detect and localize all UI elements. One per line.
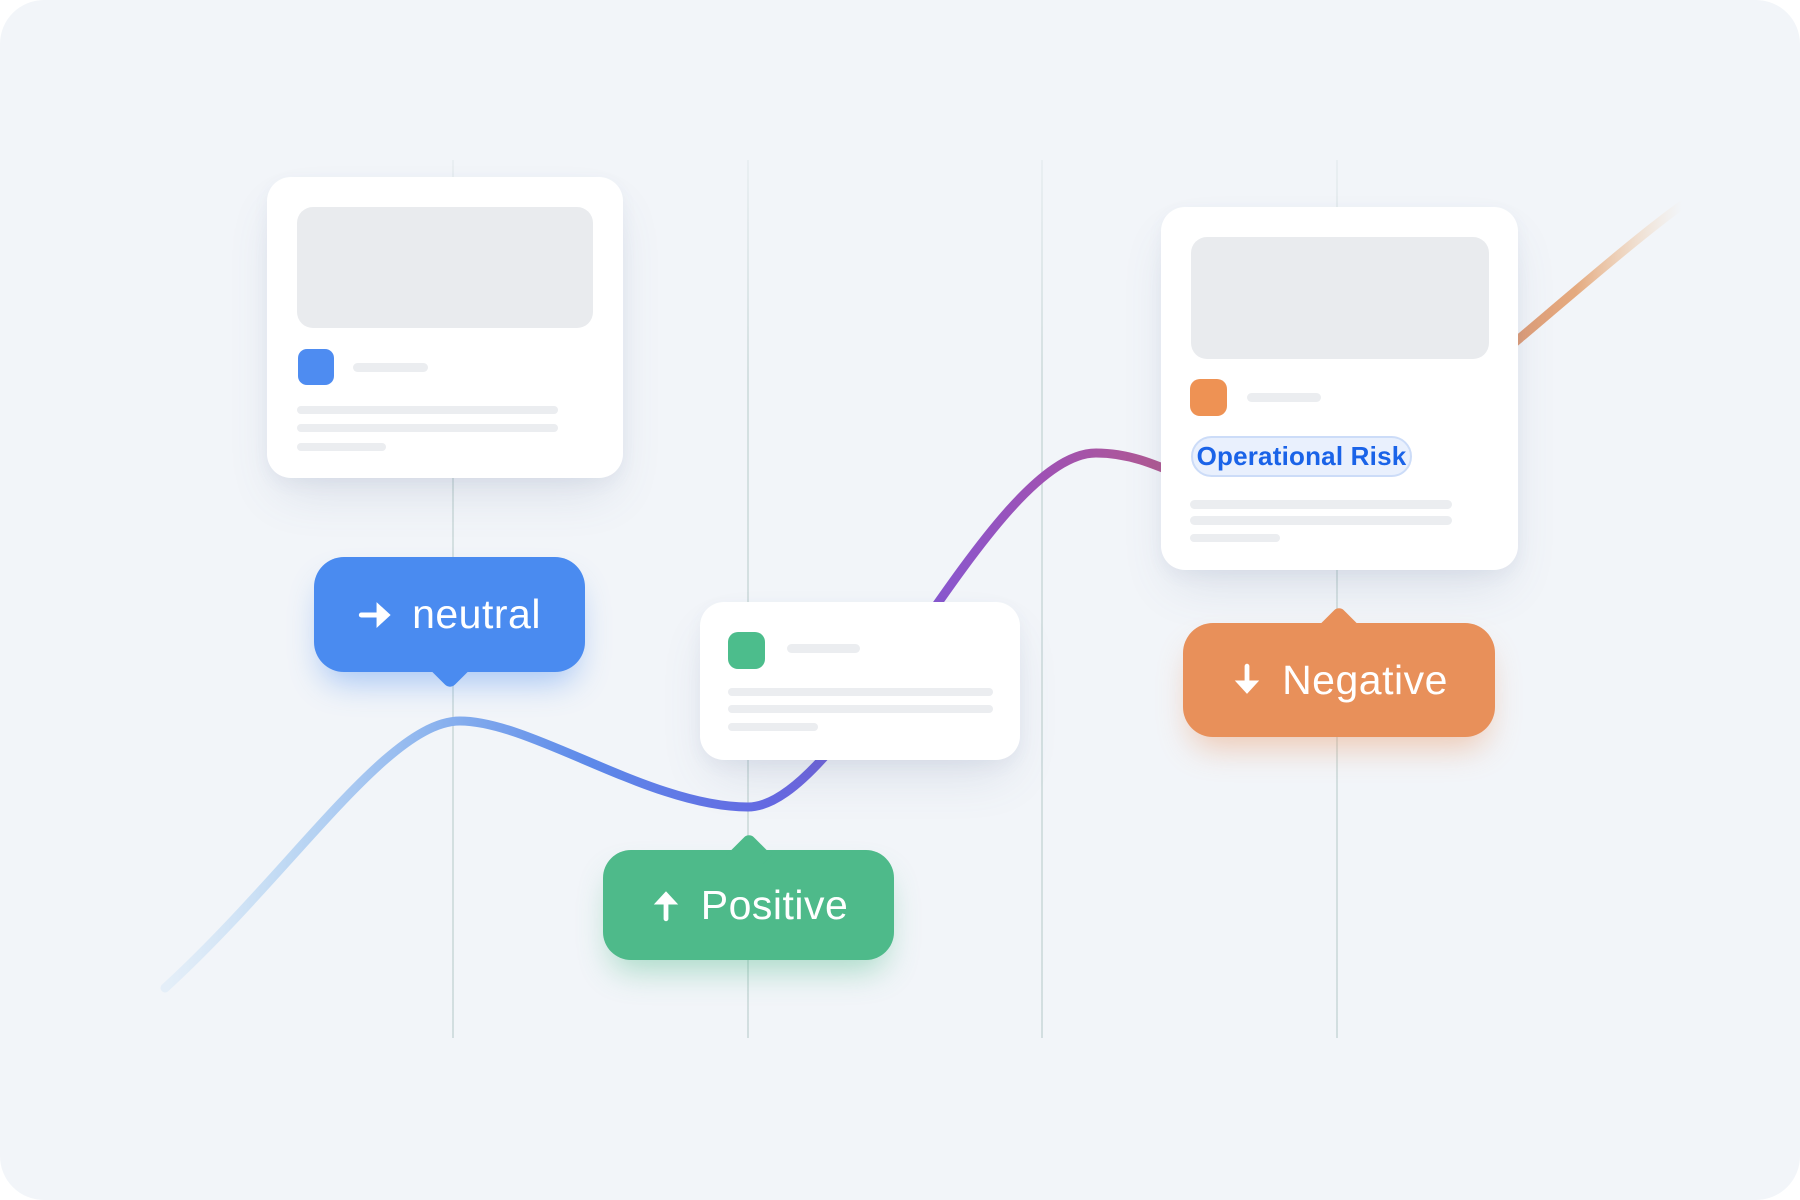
badge-positive[interactable]: Positive xyxy=(603,832,894,960)
skeleton-line xyxy=(297,443,386,451)
source-icon-green xyxy=(728,632,765,669)
skeleton-line xyxy=(297,424,558,432)
skeleton-line xyxy=(728,705,993,713)
skeleton-line xyxy=(1190,516,1452,525)
news-card-positive xyxy=(700,602,1020,760)
skeleton-line xyxy=(1247,393,1321,402)
arrow-down-icon xyxy=(1234,663,1260,694)
image-placeholder xyxy=(297,207,593,328)
arrow-right-icon xyxy=(358,601,391,628)
image-placeholder xyxy=(1191,237,1489,359)
skeleton-line xyxy=(728,688,993,696)
arrow-up-icon xyxy=(653,891,678,922)
badge-neutral[interactable]: neutral xyxy=(314,557,585,690)
news-card-neutral xyxy=(267,177,623,478)
skeleton-line xyxy=(728,723,818,731)
skeleton-line xyxy=(1190,500,1452,509)
skeleton-line xyxy=(787,644,860,653)
skeleton-line xyxy=(353,363,428,372)
badge-neutral-label: neutral xyxy=(412,591,541,637)
badge-negative[interactable]: Negative xyxy=(1183,605,1495,737)
skeleton-line xyxy=(1190,534,1280,542)
badge-negative-label: Negative xyxy=(1282,656,1448,703)
risk-tag-label: Operational Risk xyxy=(1196,441,1407,471)
news-card-negative: Operational Risk xyxy=(1161,207,1518,570)
source-icon-orange xyxy=(1190,379,1227,416)
skeleton-line xyxy=(297,406,558,414)
source-icon-blue xyxy=(298,349,334,385)
risk-tag-chip[interactable]: Operational Risk xyxy=(1191,436,1412,477)
badge-positive-label: Positive xyxy=(700,881,849,928)
